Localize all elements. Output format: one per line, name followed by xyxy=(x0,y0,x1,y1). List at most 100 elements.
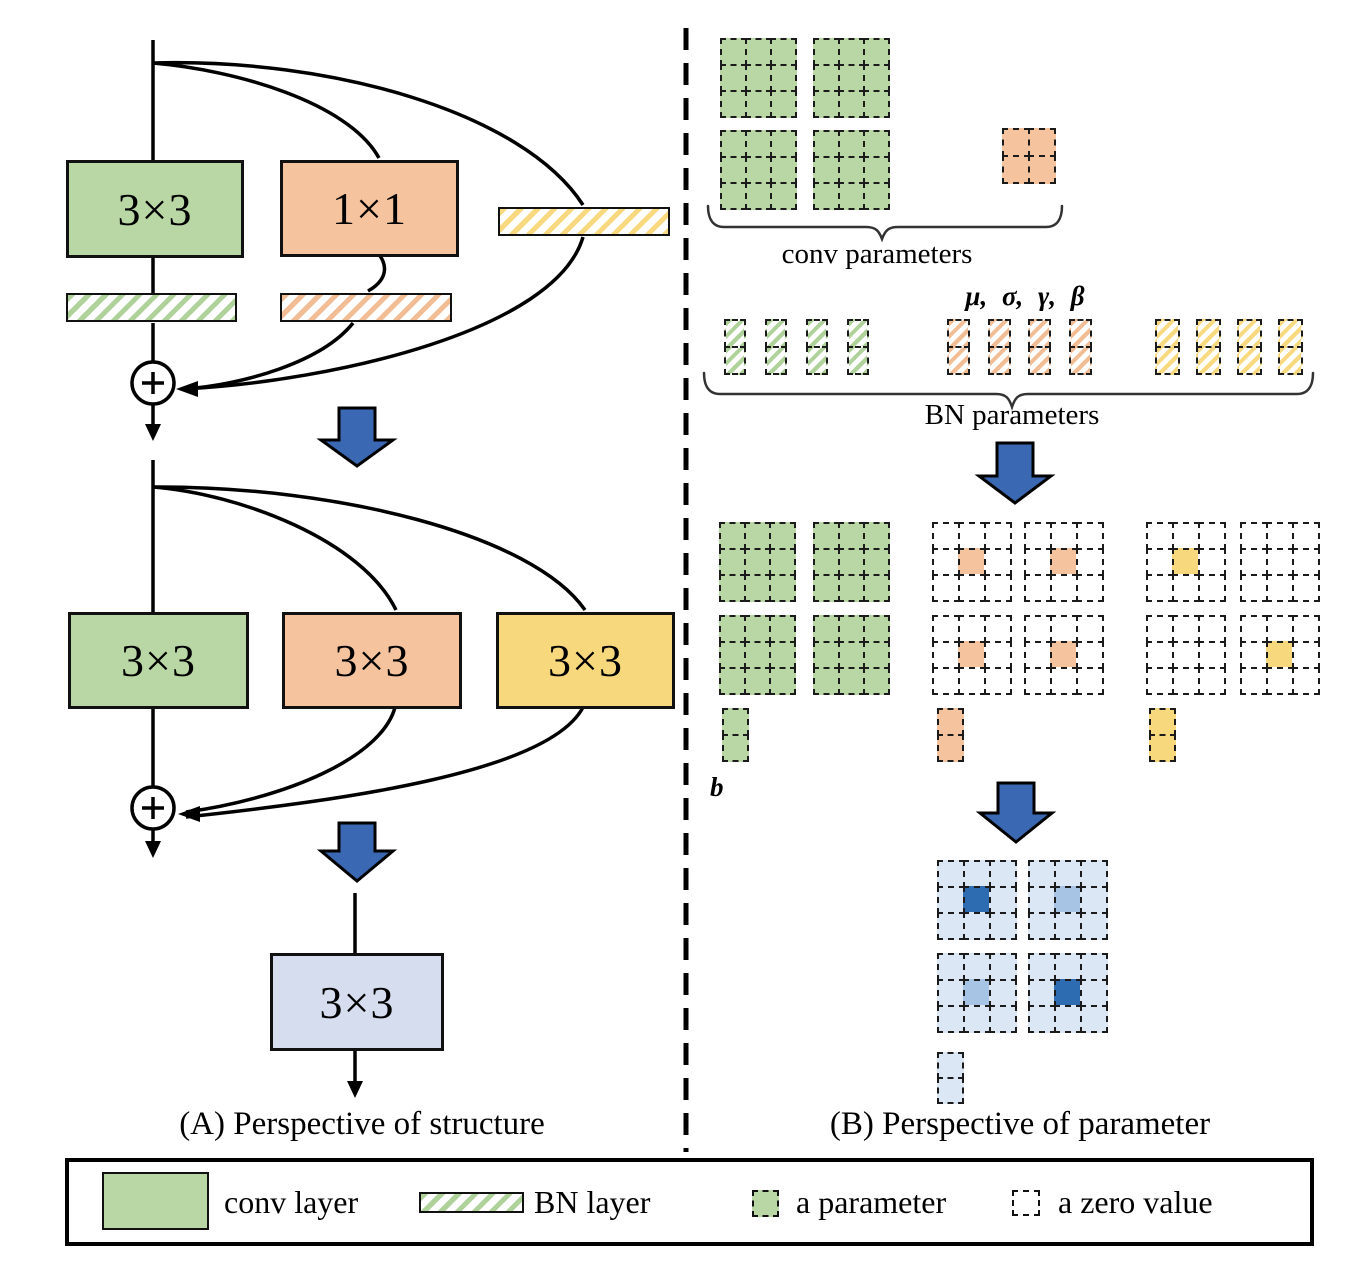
zero-value-cell xyxy=(1240,548,1268,576)
parameter-cell xyxy=(745,38,772,66)
parameter-cell xyxy=(989,953,1017,981)
zero-value-cell xyxy=(1076,667,1104,695)
zero-value-cell xyxy=(1198,667,1226,695)
bn-stats-label: μ, σ, γ, β xyxy=(965,281,1085,311)
parameter-cell xyxy=(1028,886,1056,914)
parameter-cell xyxy=(1002,128,1030,157)
parameter-cell xyxy=(813,182,840,210)
zero-value-cell xyxy=(1240,615,1268,643)
zero-value-cell xyxy=(1240,574,1268,602)
conv-kernel-grid xyxy=(813,130,890,210)
parameter-cell xyxy=(719,548,746,576)
a-parameter-label: a parameter xyxy=(796,1184,947,1220)
bn-vector-yellow xyxy=(1278,319,1303,375)
parameter-cell xyxy=(838,182,865,210)
merged-conv3x3-box: 3×3 xyxy=(270,953,444,1051)
fused-kernel-zero xyxy=(1146,615,1226,695)
conv-kernel-grid xyxy=(813,38,890,118)
bn-vector-green xyxy=(847,319,869,375)
parameter-cell xyxy=(770,130,797,158)
conv-kernel-grid xyxy=(720,130,797,210)
conv3x3-box-c-block2: 3×3 xyxy=(496,612,675,709)
plus-inbound-arrowhead-1 xyxy=(176,381,198,397)
parameter-cell xyxy=(813,156,840,184)
parameter-cell xyxy=(720,156,747,184)
parameter-cell xyxy=(722,734,749,762)
block1-output-arrowhead xyxy=(145,424,161,441)
zero-value-cell xyxy=(932,667,960,695)
parameter-cell xyxy=(863,90,890,118)
zero-value-cell xyxy=(1266,615,1294,643)
parameter-cell xyxy=(720,90,747,118)
parameter-cell xyxy=(770,90,797,118)
parameter-cell xyxy=(813,615,840,643)
zero-value-cell xyxy=(1050,667,1078,695)
parameter-cell xyxy=(838,548,865,576)
bn-vector-orange xyxy=(988,319,1011,375)
parameter-cell xyxy=(937,886,965,914)
parameter-cell xyxy=(744,615,771,643)
parameter-cell xyxy=(989,912,1017,940)
transform-arrow-icon-a1 xyxy=(316,406,398,468)
bias-vector-green xyxy=(722,708,749,762)
panel-a-caption: (A) Perspective of structure xyxy=(179,1106,545,1142)
zero-value-cell xyxy=(1198,641,1226,669)
parameter-cell xyxy=(838,156,865,184)
zero-value-cell xyxy=(1266,548,1294,576)
parameter-cell xyxy=(838,615,865,643)
parameter-cell xyxy=(745,130,772,158)
fused-kernel-orange-center xyxy=(932,615,1012,695)
zero-value-cell xyxy=(1146,574,1174,602)
parameter-cell xyxy=(958,641,986,669)
parameter-cell xyxy=(724,346,746,375)
parameter-cell xyxy=(745,182,772,210)
bn-parameters-brace xyxy=(702,371,1315,411)
parameter-cell xyxy=(1054,979,1082,1007)
conv-parameters-brace xyxy=(706,204,1064,243)
parameter-cell xyxy=(1028,128,1056,157)
parameter-cell xyxy=(1054,912,1082,940)
transform-arrow-icon-b2 xyxy=(975,781,1057,844)
fused-kernel-orange-center xyxy=(932,522,1012,602)
parameter-cell xyxy=(963,912,991,940)
parameter-cell xyxy=(863,615,890,643)
parameter-cell xyxy=(937,734,964,762)
zero-value-cell xyxy=(1292,667,1320,695)
zero-value-cell xyxy=(984,574,1012,602)
zero-value-cell xyxy=(1198,574,1226,602)
parameter-cell xyxy=(770,38,797,66)
zero-value-cell xyxy=(1172,522,1200,550)
zero-value-cell xyxy=(1198,522,1226,550)
parameter-cell xyxy=(1080,979,1108,1007)
legend-box: conv layer BN layer a parameter a zero v… xyxy=(65,1158,1314,1246)
parameter-cell xyxy=(769,522,796,550)
parameter-cell xyxy=(813,64,840,92)
parameter-cell xyxy=(838,522,865,550)
parameter-cell xyxy=(720,64,747,92)
conv-kernel-grid xyxy=(720,38,797,118)
parameter-cell xyxy=(863,182,890,210)
fused-kernel-green xyxy=(719,615,796,695)
parameter-cell xyxy=(963,1005,991,1033)
zero-value-cell xyxy=(1146,522,1174,550)
zero-value-cell xyxy=(958,667,986,695)
zero-value-cell xyxy=(1024,522,1052,550)
plus-inbound-arrowhead-2 xyxy=(178,806,200,822)
zero-value-cell xyxy=(1024,574,1052,602)
parameter-cell xyxy=(1054,953,1082,981)
parameter-cell xyxy=(1028,912,1056,940)
parameter-cell xyxy=(863,130,890,158)
bn-layer-label: BN layer xyxy=(534,1184,651,1220)
zero-value-cell xyxy=(958,522,986,550)
fused-kernel-identity xyxy=(1146,522,1226,602)
zero-value-cell xyxy=(1292,522,1320,550)
zero-value-cell xyxy=(1146,641,1174,669)
parameter-cell xyxy=(769,615,796,643)
parameter-cell xyxy=(745,156,772,184)
parameter-cell xyxy=(720,130,747,158)
merged-kernel-mid-center xyxy=(1028,860,1108,940)
fused-kernel-identity xyxy=(1240,615,1320,695)
parameter-cell xyxy=(719,615,746,643)
fused-kernel-green xyxy=(813,522,890,602)
